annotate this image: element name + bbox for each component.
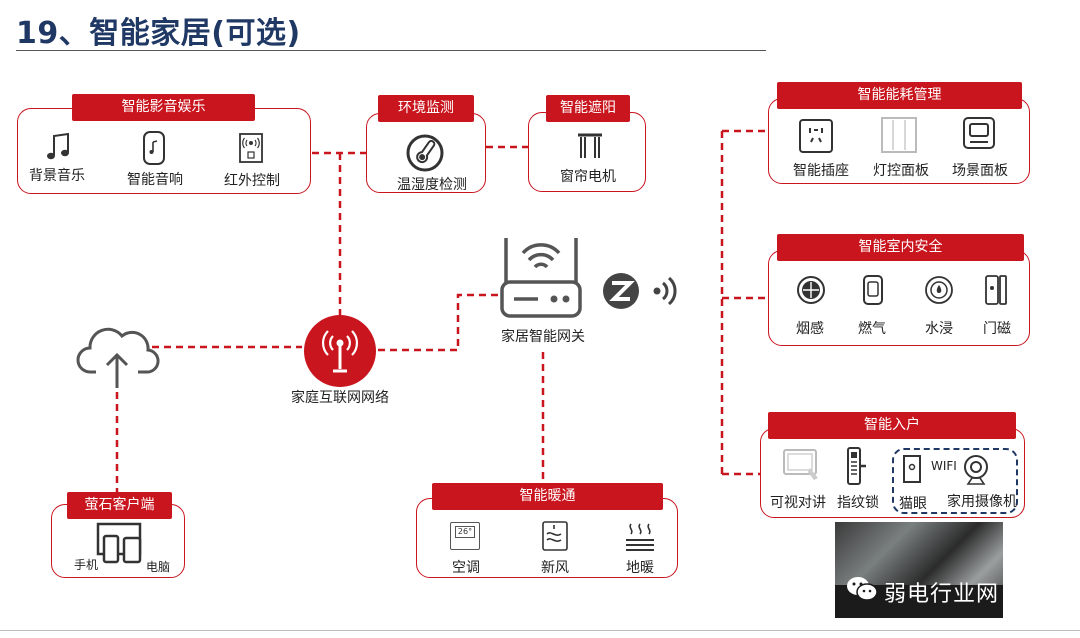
label-wifi: WIFI <box>931 459 957 473</box>
group-env <box>366 113 486 193</box>
group-shade-title: 智能遮阳 <box>546 95 630 122</box>
label-home-camera: 家用摄像机 <box>947 494 1017 510</box>
router-icon <box>500 238 582 318</box>
label-gateway: 家居智能网关 <box>501 329 585 345</box>
light-panel-icon <box>881 117 917 153</box>
thermometer-icon <box>406 134 444 172</box>
peephole-icon <box>903 455 921 483</box>
gas-detector-icon <box>863 275 883 305</box>
group-energy-title: 智能能耗管理 <box>777 82 1022 109</box>
smart-socket-icon <box>799 119 833 153</box>
floor-heating-icon <box>626 523 654 551</box>
fingerprint-lock-icon <box>847 447 866 485</box>
group-heating-title: 智能暖通 <box>432 483 663 510</box>
label-gas: 燃气 <box>858 321 886 337</box>
music-note-icon <box>47 132 69 160</box>
label-computer: 电脑 <box>146 560 171 574</box>
label-water: 水浸 <box>925 321 953 337</box>
group-heating <box>416 498 678 578</box>
label-temp-humidity: 温湿度检测 <box>397 177 467 193</box>
label-floor-heating: 地暖 <box>626 560 654 576</box>
label-curtain-motor: 窗帘电机 <box>560 169 616 185</box>
label-bg-music: 背景音乐 <box>29 168 85 184</box>
label-smart-speaker: 智能音响 <box>127 172 183 188</box>
group-client-title: 萤石客户端 <box>67 492 172 519</box>
smoke-detector-icon <box>797 276 825 304</box>
water-leak-icon <box>925 276 953 304</box>
wechat-icon <box>847 577 878 601</box>
group-safety-title: 智能室内安全 <box>777 234 1024 261</box>
line-network-gateway <box>378 293 500 352</box>
home-camera-icon <box>964 455 988 485</box>
label-ir-control: 红外控制 <box>224 173 280 189</box>
cloud-upload-icon <box>76 327 160 388</box>
watermark-text: 弱电行业网 <box>884 582 1000 607</box>
ac-display: 26° <box>455 526 475 538</box>
label-home-network: 家庭互联网网络 <box>291 390 389 406</box>
label-peephole: 猫眼 <box>899 496 927 512</box>
bottom-divider <box>0 630 1080 631</box>
scene-panel-icon <box>963 117 995 149</box>
page-title: 19、智能家居(可选) <box>16 16 301 51</box>
label-door: 门磁 <box>983 321 1011 337</box>
group-entertainment-title: 智能影音娱乐 <box>72 94 255 121</box>
label-fingerprint-lock: 指纹锁 <box>837 495 879 511</box>
label-light-panel: 灯控面板 <box>873 163 929 179</box>
ir-remote-icon <box>239 133 263 163</box>
zigbee-icon <box>603 273 639 309</box>
label-smoke: 烟感 <box>796 321 824 337</box>
label-smart-socket: 智能插座 <box>793 163 849 179</box>
group-env-title: 环境监测 <box>378 95 474 122</box>
label-video-intercom: 可视对讲 <box>770 495 826 511</box>
group-entry-title: 智能入户 <box>768 412 1016 439</box>
phone-computer-icon <box>96 522 142 564</box>
air-conditioner-icon: 26° <box>450 522 480 550</box>
antenna-icon <box>304 315 376 387</box>
label-fresh-air: 新风 <box>541 560 569 576</box>
smart-speaker-icon <box>143 131 165 165</box>
label-air-con: 空调 <box>452 560 480 576</box>
title-divider <box>16 50 766 51</box>
fresh-air-icon <box>542 521 568 551</box>
wifi-device-group <box>892 448 1018 514</box>
label-scene-panel: 场景面板 <box>952 163 1008 179</box>
label-phone: 手机 <box>74 558 99 572</box>
signal-waves-icon <box>653 276 677 306</box>
door-sensor-icon <box>985 275 1007 305</box>
group-shade <box>528 112 646 192</box>
video-intercom-icon <box>783 449 818 480</box>
curtain-icon <box>578 133 602 158</box>
